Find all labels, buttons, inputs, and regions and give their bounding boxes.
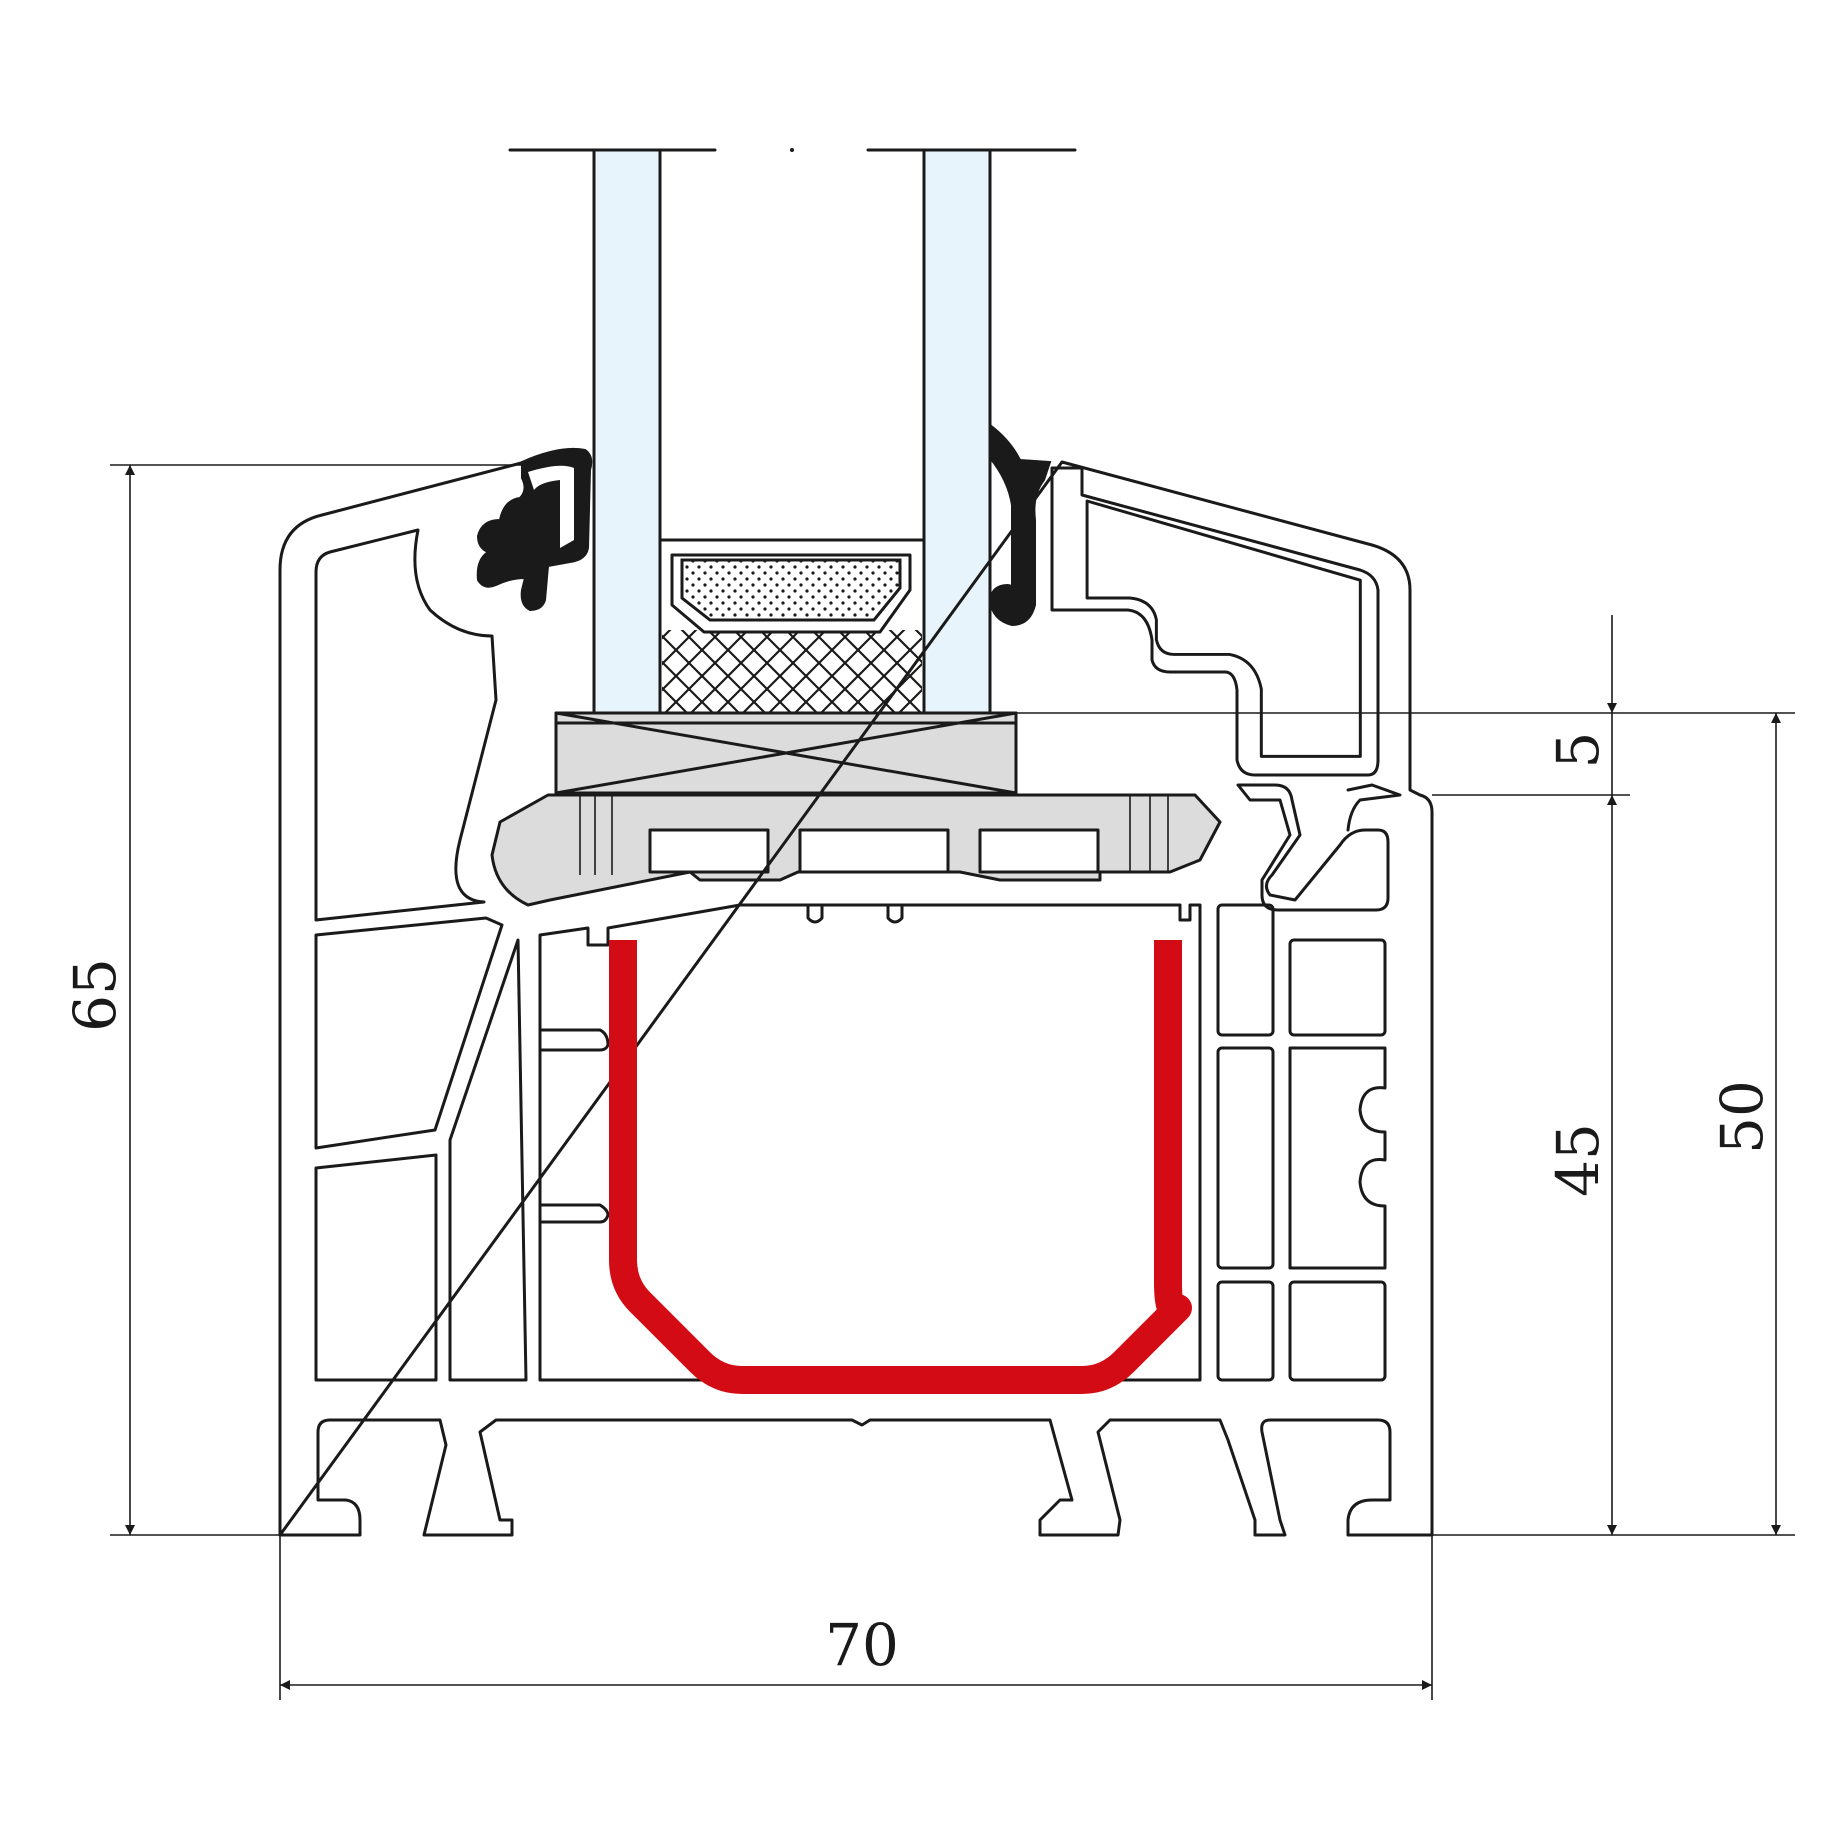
dimension-lines [110, 464, 1795, 1700]
glass-pane-right [922, 148, 992, 715]
dimension-label-5: 5 [1544, 732, 1612, 769]
frame-profile [278, 460, 1434, 1537]
spacer-bar [658, 538, 926, 715]
glazing-block [554, 711, 1018, 795]
glass-pane-left [592, 148, 662, 715]
dimension-label-65: 65 [61, 958, 129, 1032]
steel-reinforcement [609, 940, 1192, 1394]
gaskets [476, 422, 1052, 627]
dimension-label-50: 50 [1708, 1080, 1776, 1154]
dimension-label-45: 45 [1544, 1123, 1612, 1197]
dimension-label-70: 70 [825, 1611, 899, 1679]
glazing-bridge [490, 793, 1222, 907]
